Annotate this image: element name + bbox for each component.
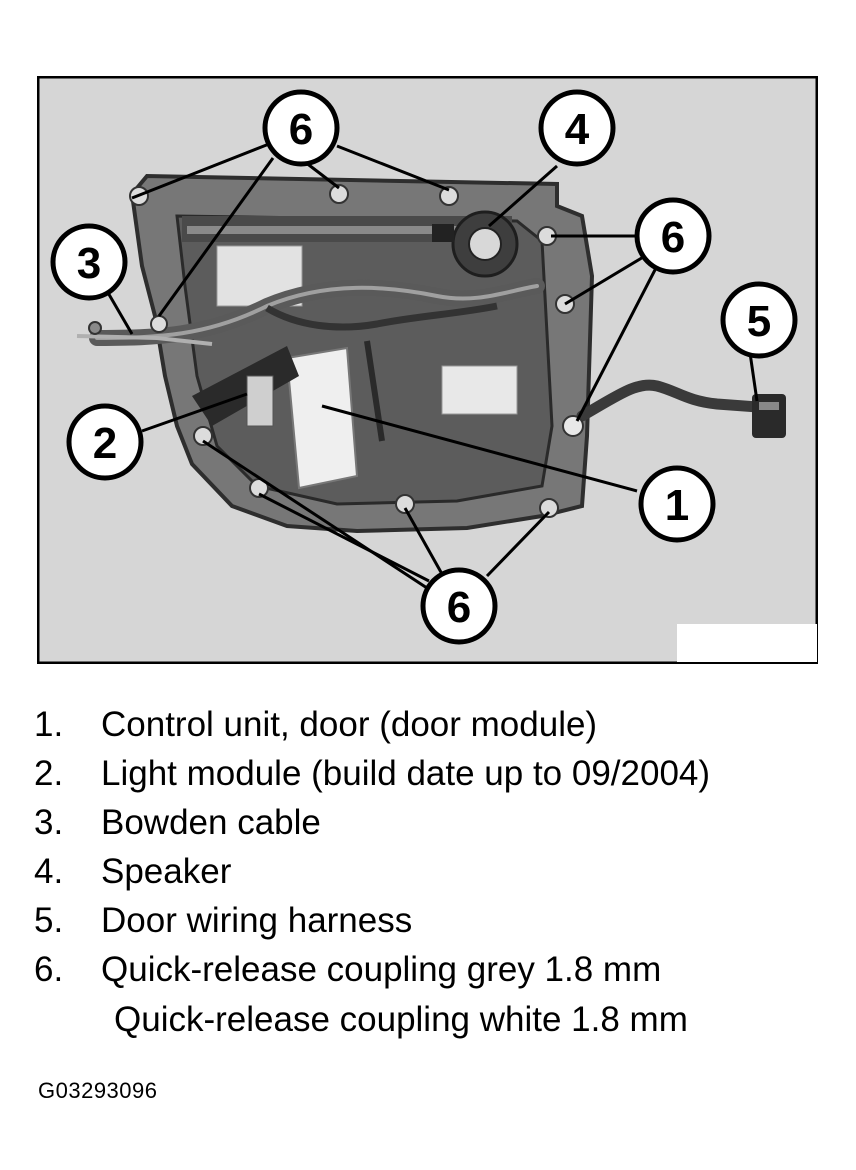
callout-label: 2	[93, 419, 117, 468]
legend-number: 3.	[34, 803, 64, 842]
legend-item: 3. Bowden cable	[34, 798, 834, 847]
callout-5: 5	[720, 281, 798, 359]
legend-text: Light module (build date up to 09/2004)	[101, 754, 711, 793]
callout-circle	[638, 465, 716, 543]
callout-circle	[50, 223, 128, 301]
legend-item: 4. Speaker	[34, 847, 834, 896]
callout-label: 5	[747, 297, 771, 346]
coupling-boss	[562, 415, 584, 437]
lower-label-sticker	[441, 365, 518, 415]
leader-line	[105, 290, 134, 335]
callout-label: 1	[665, 481, 689, 530]
callout-circle	[420, 567, 498, 645]
callout-label: 4	[565, 105, 590, 154]
leader-line	[485, 510, 551, 578]
door-module-illustration: 6 4 3 6 5 2 1 6	[37, 76, 818, 664]
light-module	[192, 346, 299, 426]
photo-corner-patch	[677, 624, 817, 662]
legend-item: 5. Door wiring harness	[34, 896, 834, 945]
callout-label: 3	[77, 239, 101, 288]
legend-number: 2.	[34, 754, 64, 793]
legend-text: Speaker	[101, 852, 232, 891]
door-wiring-harness	[576, 379, 778, 422]
leader-line	[304, 160, 340, 190]
callout-circle	[262, 89, 340, 167]
figure-id: G03293096	[38, 1078, 158, 1103]
wire-bundle-secondary	[265, 302, 498, 331]
bowden-cable-line	[76, 334, 213, 346]
callout-circle	[634, 197, 712, 275]
coupling-boss	[329, 184, 349, 204]
callout-6-right: 6	[634, 197, 712, 275]
coupling-boss	[150, 315, 168, 333]
legend-text: Door wiring harness	[101, 901, 413, 940]
leader-lines	[105, 142, 759, 590]
callout-label: 6	[447, 583, 471, 632]
callout-3: 3	[50, 223, 128, 301]
bowden-cable-end	[88, 321, 102, 335]
leader-line	[564, 254, 646, 306]
legend-item: 1. Control unit, door (door module)	[34, 700, 834, 749]
leader-line	[575, 265, 659, 422]
top-rail-highlight	[187, 226, 507, 234]
callout-6-top: 6	[262, 89, 340, 167]
coupling-boss	[439, 186, 459, 206]
callout-6-bottom: 6	[420, 567, 498, 645]
callout-circle	[538, 89, 616, 167]
leader-line	[202, 439, 428, 590]
coupling-boss	[539, 498, 559, 518]
callout-2: 2	[66, 403, 144, 481]
speaker-cone	[468, 227, 502, 261]
legend: 1. Control unit, door (door module) 2. L…	[34, 700, 834, 1046]
legend-number: 5.	[34, 901, 64, 940]
callout-circle	[66, 403, 144, 481]
legend-text: Bowden cable	[101, 803, 321, 842]
legend-number: 1.	[34, 705, 64, 744]
leader-line	[321, 404, 638, 493]
callout-circle	[720, 281, 798, 359]
callout-label: 6	[289, 105, 313, 154]
leader-line	[141, 392, 248, 433]
callout-4: 4	[538, 89, 616, 167]
light-module-connector	[246, 375, 274, 427]
callout-label: 6	[661, 213, 685, 262]
coupling-boss	[193, 426, 213, 446]
legend-text: Control unit, door (door module)	[101, 705, 598, 744]
leader-line	[403, 507, 444, 575]
legend-text: Quick-release coupling grey 1.8 mm	[101, 950, 662, 989]
legend-item: 6. Quick-release coupling grey 1.8 mm	[34, 945, 834, 994]
legend-sub-item: Quick-release coupling white 1.8 mm	[114, 1000, 688, 1039]
control-unit-box	[285, 346, 359, 490]
leader-line	[336, 144, 450, 192]
leader-line	[157, 157, 275, 317]
wire-bundle-highlight	[95, 284, 539, 340]
callout-1: 1	[638, 465, 716, 543]
leader-line	[258, 492, 430, 583]
door-module-photo-frame: 6 4 3 6 5 2 1 6	[37, 76, 818, 664]
legend-number: 4.	[34, 852, 64, 891]
leader-line	[488, 164, 558, 228]
speaker-connector	[432, 224, 454, 242]
leader-line	[131, 142, 270, 200]
legend-item: 2. Light module (build date up to 09/200…	[34, 749, 834, 798]
harness-connector-pin	[759, 402, 779, 410]
legend-number: 6.	[34, 950, 64, 989]
coupling-boss	[395, 494, 415, 514]
wire-drop	[364, 340, 385, 442]
